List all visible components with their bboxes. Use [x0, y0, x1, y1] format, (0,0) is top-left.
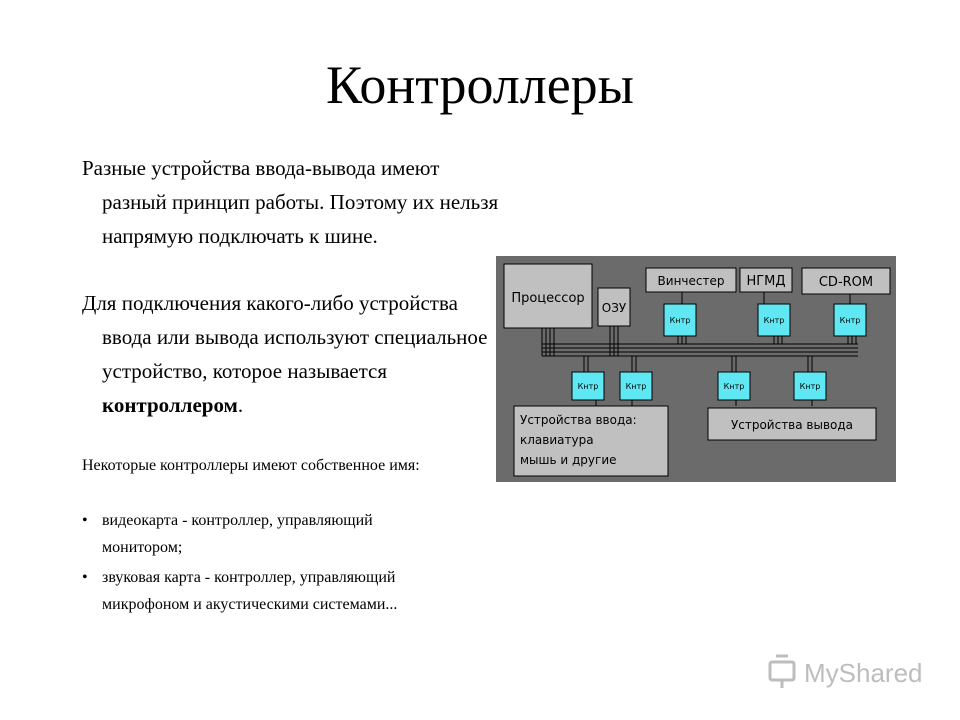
myshared-logo: MyShared — [768, 654, 923, 688]
ram-label: ОЗУ — [602, 301, 627, 315]
input-devices-keyboard: клавиатура — [520, 433, 594, 447]
controller-label: Кнтр — [626, 382, 647, 391]
slide-title: Контроллеры — [326, 55, 634, 115]
controller-fdd — [757, 303, 791, 337]
myshared-logo-icon — [768, 654, 796, 688]
controller-label: Кнтр — [840, 316, 861, 325]
controller-output-1 — [717, 371, 751, 401]
controller-label: Кнтр — [670, 316, 691, 325]
processor-label: Процессор — [511, 291, 584, 306]
controller-output-2 — [793, 371, 827, 401]
paragraph-io-devices: Разные устройства ввода-вывода имеют раз… — [82, 156, 499, 248]
input-devices-title: Устройства ввода: — [520, 413, 637, 427]
ram-box — [597, 287, 631, 327]
controller-input-1 — [571, 371, 605, 401]
cdrom-label: CD-ROM — [819, 275, 873, 290]
controller-cdrom — [833, 303, 867, 337]
input-devices-box — [513, 405, 669, 477]
bullet-marker: • — [82, 569, 88, 586]
myshared-logo-text: MyShared — [804, 658, 923, 688]
controller-term: контроллером — [102, 393, 238, 417]
processor-box — [503, 263, 593, 329]
bullet-text: видеокарта - контроллер, управляющий мон… — [102, 512, 373, 556]
input-devices-mouse: мышь и другие — [520, 453, 617, 467]
controller-label: Кнтр — [724, 382, 745, 391]
controller-hdd — [663, 303, 697, 337]
fdd-label: НГМД — [746, 274, 785, 289]
fdd-box — [739, 267, 793, 293]
system-bus — [541, 292, 858, 406]
paragraph-controller-definition: Для подключения какого-либо устройства в… — [82, 286, 502, 422]
controller-label: Кнтр — [800, 382, 821, 391]
cdrom-box — [801, 267, 891, 295]
bullet-item-videocard: • видеокарта - контроллер, управляющий м… — [82, 507, 422, 561]
output-devices-box — [707, 407, 877, 441]
controller-label: Кнтр — [578, 382, 599, 391]
bullet-item-soundcard: • звуковая карта - контроллер, управляющ… — [82, 564, 422, 618]
hdd-box — [645, 267, 737, 293]
bullet-text: звуковая карта - контроллер, управляющий… — [102, 569, 398, 613]
controllers-diagram: Процессор ОЗУ Винчестер НГМД CD-ROM Кнтр… — [496, 256, 896, 482]
paragraph-text: Для подключения какого-либо устройства в… — [82, 291, 488, 383]
bullet-marker: • — [82, 512, 88, 529]
controller-input-2 — [619, 371, 653, 401]
output-devices-label: Устройства вывода — [731, 418, 853, 432]
controller-label: Кнтр — [764, 316, 785, 325]
paragraph-end: . — [237, 393, 244, 417]
hdd-label: Винчестер — [658, 274, 725, 288]
paragraph-named-controllers: Некоторые контроллеры имеют собственное … — [82, 457, 420, 474]
